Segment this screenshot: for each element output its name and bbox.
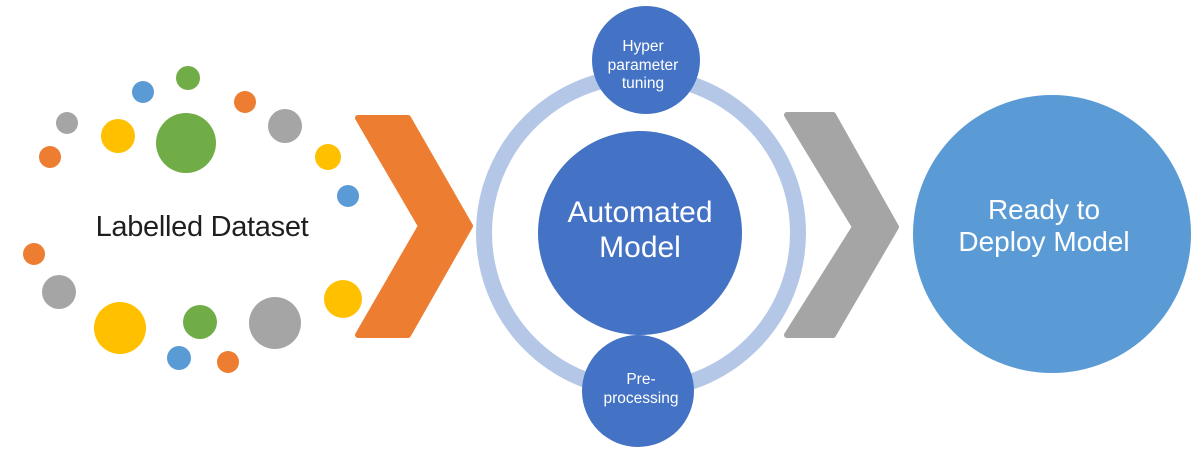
automated-model-circle xyxy=(538,131,742,335)
dataset-dot-orange xyxy=(217,351,239,373)
dataset-dot-blue xyxy=(167,346,191,370)
dataset-dot-green xyxy=(176,66,200,90)
dataset-dot-yellow xyxy=(94,302,146,354)
deploy-chevron-arrow-icon xyxy=(784,112,899,338)
dataset-dots xyxy=(23,66,362,373)
dataset-dot-orange xyxy=(39,146,61,168)
dataset-dot-yellow xyxy=(101,119,135,153)
dataset-dot-gray xyxy=(56,112,78,134)
dataset-dot-green xyxy=(183,305,217,339)
dataset-dot-green xyxy=(156,113,216,173)
dataset-dot-yellow xyxy=(315,144,341,170)
dataset-dot-gray xyxy=(249,297,301,349)
ready-to-deploy-circle xyxy=(913,95,1191,373)
dataset-dot-gray xyxy=(42,275,76,309)
dataset-dot-yellow xyxy=(324,280,362,318)
preprocessing-circle xyxy=(582,335,694,447)
dataset-dot-blue xyxy=(132,81,154,103)
train-chevron-arrow-icon xyxy=(355,115,473,338)
hyperparameter-tuning-circle xyxy=(592,6,700,114)
dataset-dot-gray xyxy=(268,109,302,143)
dataset-dot-blue xyxy=(337,185,359,207)
dataset-dot-orange xyxy=(234,91,256,113)
dataset-dot-orange xyxy=(23,243,45,265)
